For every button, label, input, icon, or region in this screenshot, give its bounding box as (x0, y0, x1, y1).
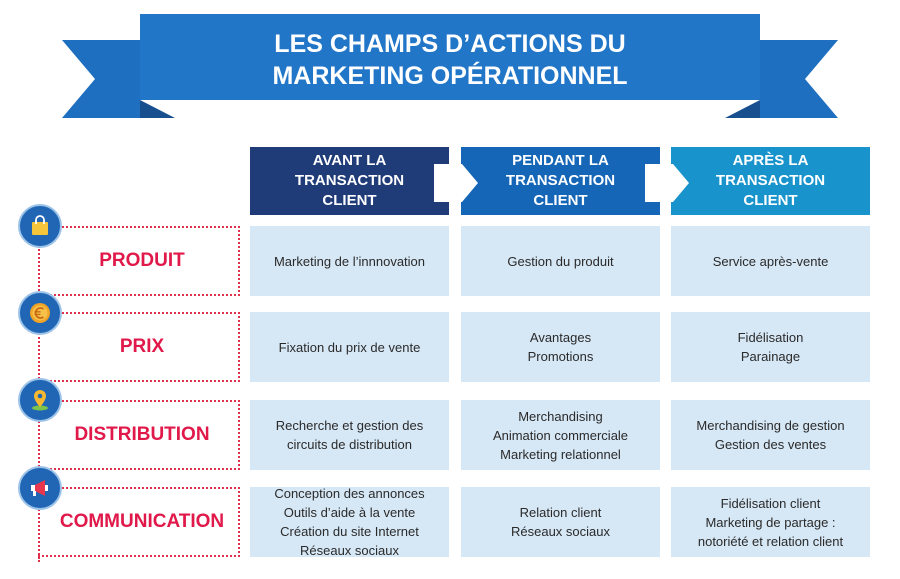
column-header-pendant: PENDANT LA TRANSACTION CLIENT (461, 147, 660, 215)
column-header-line: CLIENT (533, 192, 588, 209)
cell-distribution-pendant: Merchandising Animation commerciale Mark… (461, 400, 660, 470)
row-label-produit: PRODUIT (38, 226, 240, 296)
cell-line: Réseaux sociaux (300, 543, 399, 558)
cell-line: Fidélisation client (720, 495, 821, 511)
megaphone-icon (18, 466, 62, 510)
cell-line: Merchandising (518, 408, 603, 424)
row-label-text: DISTRIBUTION (74, 424, 210, 445)
cell-line: Avantages (529, 330, 592, 345)
cell-line: Merchandising de gestion (696, 418, 845, 433)
cell-produit-avant: Marketing de l’innnovation (250, 226, 449, 296)
cell-line: Réseaux sociaux (511, 524, 610, 539)
row-label-communication: COMMUNICATION (38, 487, 240, 557)
title-banner: LES CHAMPS D’ACTIONS DU MARKETING OPÉRAT… (0, 0, 900, 130)
column-header-line: TRANSACTION (294, 172, 405, 189)
cell-line: Parainage (740, 349, 801, 364)
shopping-bag-icon (18, 204, 62, 248)
row-label-text: PRODUIT (99, 250, 185, 271)
column-header-line: TRANSACTION (505, 172, 616, 189)
column-header-line: PENDANT LA (512, 152, 609, 169)
cell-line: Création du site Internet (280, 524, 419, 539)
cell-line: Relation client (519, 505, 602, 520)
row-label-distribution: DISTRIBUTION (38, 400, 240, 470)
arrow-right-icon (434, 164, 478, 202)
column-header-apres: APRÈS LA TRANSACTION CLIENT (671, 147, 870, 215)
cell-line: Fixation du prix de vente (278, 339, 421, 355)
cell-line: Service après-vente (712, 253, 829, 269)
cell-line: Recherche et gestion des (275, 418, 424, 433)
cell-produit-apres: Service après-vente (671, 226, 870, 296)
cell-line: Marketing de l’innnovation (273, 253, 426, 269)
cell-communication-pendant: Relation client Réseaux sociaux (461, 487, 660, 557)
cell-line: Marketing de partage : (705, 514, 836, 530)
cell-line: Animation commerciale (492, 427, 629, 443)
cell-line: Gestion du produit (507, 253, 614, 269)
cell-line: Gestion des ventes (714, 437, 827, 452)
cell-communication-avant: Conception des annonces Outils d’aide à … (250, 486, 449, 558)
euro-coin-icon (18, 291, 62, 335)
cell-produit-pendant: Gestion du produit (461, 226, 660, 296)
cell-line: circuits de distribution (287, 437, 412, 452)
column-header-line: CLIENT (322, 192, 377, 209)
map-pin-icon (18, 378, 62, 422)
column-header-line: CLIENT (743, 192, 798, 209)
cell-line: Marketing relationnel (500, 446, 621, 462)
cell-prix-apres: Fidélisation Parainage (671, 312, 870, 382)
cell-distribution-apres: Merchandising de gestion Gestion des ven… (671, 400, 870, 470)
title-line-1: LES CHAMPS D’ACTIONS DU (274, 30, 626, 58)
row-label-prix: PRIX (38, 312, 240, 382)
cell-line: Fidélisation (737, 330, 804, 345)
row-label-text: COMMUNICATION (59, 511, 225, 532)
column-header-line: TRANSACTION (715, 172, 826, 189)
column-header-line: AVANT LA (312, 152, 387, 169)
column-header-avant: AVANT LA TRANSACTION CLIENT (250, 147, 449, 215)
row-label-text: PRIX (119, 336, 165, 357)
column-header-line: APRÈS LA (732, 152, 809, 169)
title-line-2: MARKETING OPÉRATIONNEL (272, 62, 628, 90)
cell-line: notoriété et relation client (697, 533, 844, 549)
cell-line: Promotions (527, 349, 594, 364)
cell-prix-pendant: Avantages Promotions (461, 312, 660, 382)
page-title: LES CHAMPS D’ACTIONS DU MARKETING OPÉRAT… (140, 28, 760, 92)
ribbon-shape (62, 14, 838, 118)
cell-distribution-avant: Recherche et gestion des circuits de dis… (250, 400, 449, 470)
cell-communication-apres: Fidélisation client Marketing de partage… (671, 487, 870, 557)
cell-prix-avant: Fixation du prix de vente (250, 312, 449, 382)
arrow-right-icon (645, 164, 689, 202)
cell-line: Outils d’aide à la vente (283, 505, 416, 520)
cell-line: Conception des annonces (274, 486, 425, 501)
